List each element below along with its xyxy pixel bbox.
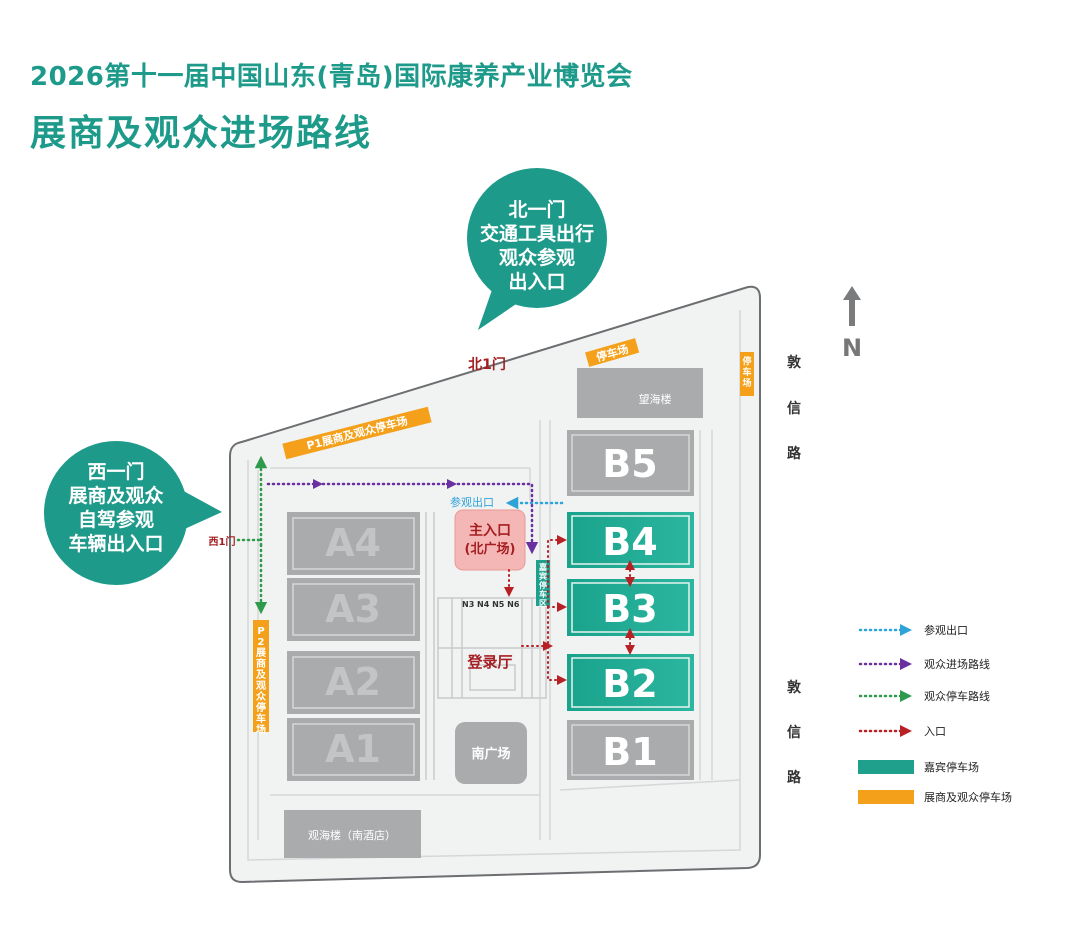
route-red <box>504 535 635 685</box>
wanghai-label: 望海楼 <box>639 392 672 406</box>
svg-text:车辆出入口: 车辆出入口 <box>68 532 163 555</box>
hall-a4 <box>287 512 420 575</box>
legend-item-exit: 参观出口 <box>858 622 968 638</box>
wanghai-building <box>577 368 703 418</box>
page-title: 2026第十一届中国山东(青岛)国际康养产业博览会 <box>30 62 633 92</box>
east-parking-label: 停车场 <box>742 355 751 389</box>
p2-parking <box>253 620 269 732</box>
legend-red-arrow-icon <box>858 725 912 737</box>
svg-text:交通工具出行: 交通工具出行 <box>480 222 594 245</box>
hall-b1 <box>567 720 694 780</box>
n-door-labels: N3 N4 N5 N6 <box>462 600 520 609</box>
legend-label: 嘉宾停车场 <box>924 761 979 774</box>
south-plaza-label: 南广场 <box>471 746 510 762</box>
legend-label: 观众停车路线 <box>924 690 990 703</box>
visitor-exit-label: 参观出口 <box>450 495 494 509</box>
hall-b3 <box>567 579 694 636</box>
guanhai-label: 观海楼（南酒店） <box>308 828 396 842</box>
road-label-char: 路 <box>787 770 801 786</box>
legend-orange-box <box>858 790 914 804</box>
svg-text:北一门: 北一门 <box>508 198 565 221</box>
north-gate-bubble: 北一门 交通工具出行 观众参观 出入口 <box>467 168 607 330</box>
p1-parking <box>282 406 432 460</box>
main-entrance-sublabel: (北广场) <box>465 541 516 557</box>
hall-a4-label: A4 <box>325 521 381 565</box>
svg-text:展商及观众: 展商及观众 <box>68 484 163 507</box>
legend-item-vip-parking: 嘉宾停车场 <box>858 759 979 775</box>
hall-b4 <box>567 512 694 568</box>
legend-item-parking-route: 观众停车路线 <box>858 688 990 704</box>
road-label-char: 敦 <box>787 680 801 696</box>
hall-b2 <box>567 654 694 711</box>
hall-group-a: A4 A3 A2 A1 <box>287 512 420 781</box>
hall-b1-label: B1 <box>602 730 657 774</box>
hall-a1 <box>287 718 420 781</box>
hall-b5 <box>567 430 694 496</box>
vip-parking-label: 嘉宾停车区 <box>538 562 547 608</box>
legend-teal-box <box>858 760 914 774</box>
east-parking <box>740 352 754 396</box>
legend-item-visitor-route: 观众进场路线 <box>858 656 990 672</box>
west-gate-bubble: 西一门 展商及观众 自驾参观 车辆出入口 <box>44 441 222 585</box>
north-gate-label: 北1门 <box>468 356 506 373</box>
registration-hall-label: 登录厅 <box>466 653 512 671</box>
south-plaza <box>455 722 527 784</box>
hall-group-b: B5 B4 B3 B2 B1 <box>567 430 694 780</box>
legend-label: 入口 <box>924 725 946 738</box>
legend-green-arrow-icon <box>858 690 912 702</box>
legend-label: 观众进场路线 <box>924 658 990 671</box>
hall-b5-label: B5 <box>602 442 657 486</box>
svg-text:停车场: 停车场 <box>742 355 751 389</box>
main-entrance <box>454 509 526 571</box>
vip-parking <box>536 560 550 606</box>
road-label-char: 信 <box>787 725 801 741</box>
west-gate-label: 西1门 <box>209 535 236 548</box>
svg-text:自驾参观: 自驾参观 <box>78 508 154 531</box>
hall-a2-label: A2 <box>325 660 381 704</box>
hall-b3-label: B3 <box>602 587 657 631</box>
road-label-char: 信 <box>787 401 801 417</box>
hall-a1-label: A1 <box>325 727 381 771</box>
legend-blue-arrow-icon <box>858 624 912 636</box>
road-label-char: 敦 <box>787 355 801 371</box>
hall-b2-label: B2 <box>602 662 657 706</box>
hall-a3-label: A3 <box>325 587 381 631</box>
legend-item-general-parking: 展商及观众停车场 <box>858 789 1012 805</box>
hall-a2 <box>287 651 420 714</box>
svg-text:西一门: 西一门 <box>87 460 144 483</box>
north-label: N <box>842 334 863 362</box>
guanhai-building <box>284 810 421 858</box>
svg-text:出入口: 出入口 <box>508 270 565 293</box>
page-subtitle: 展商及观众进场路线 <box>30 113 373 154</box>
legend-label: 展商及观众停车场 <box>924 791 1012 804</box>
legend-label: 参观出口 <box>924 624 968 637</box>
road-label-char: 路 <box>787 446 801 462</box>
legend-purple-arrow-icon <box>858 658 912 670</box>
hall-b4-label: B4 <box>602 520 657 564</box>
north-parking <box>585 338 640 367</box>
north-arrow <box>843 286 861 326</box>
route-purple <box>266 482 539 555</box>
route-green <box>236 455 268 615</box>
main-entrance-label: 主入口 <box>469 522 511 539</box>
svg-text:观众参观: 观众参观 <box>499 246 575 269</box>
legend-item-entrance: 入口 <box>858 723 946 739</box>
hall-a3 <box>287 578 420 641</box>
